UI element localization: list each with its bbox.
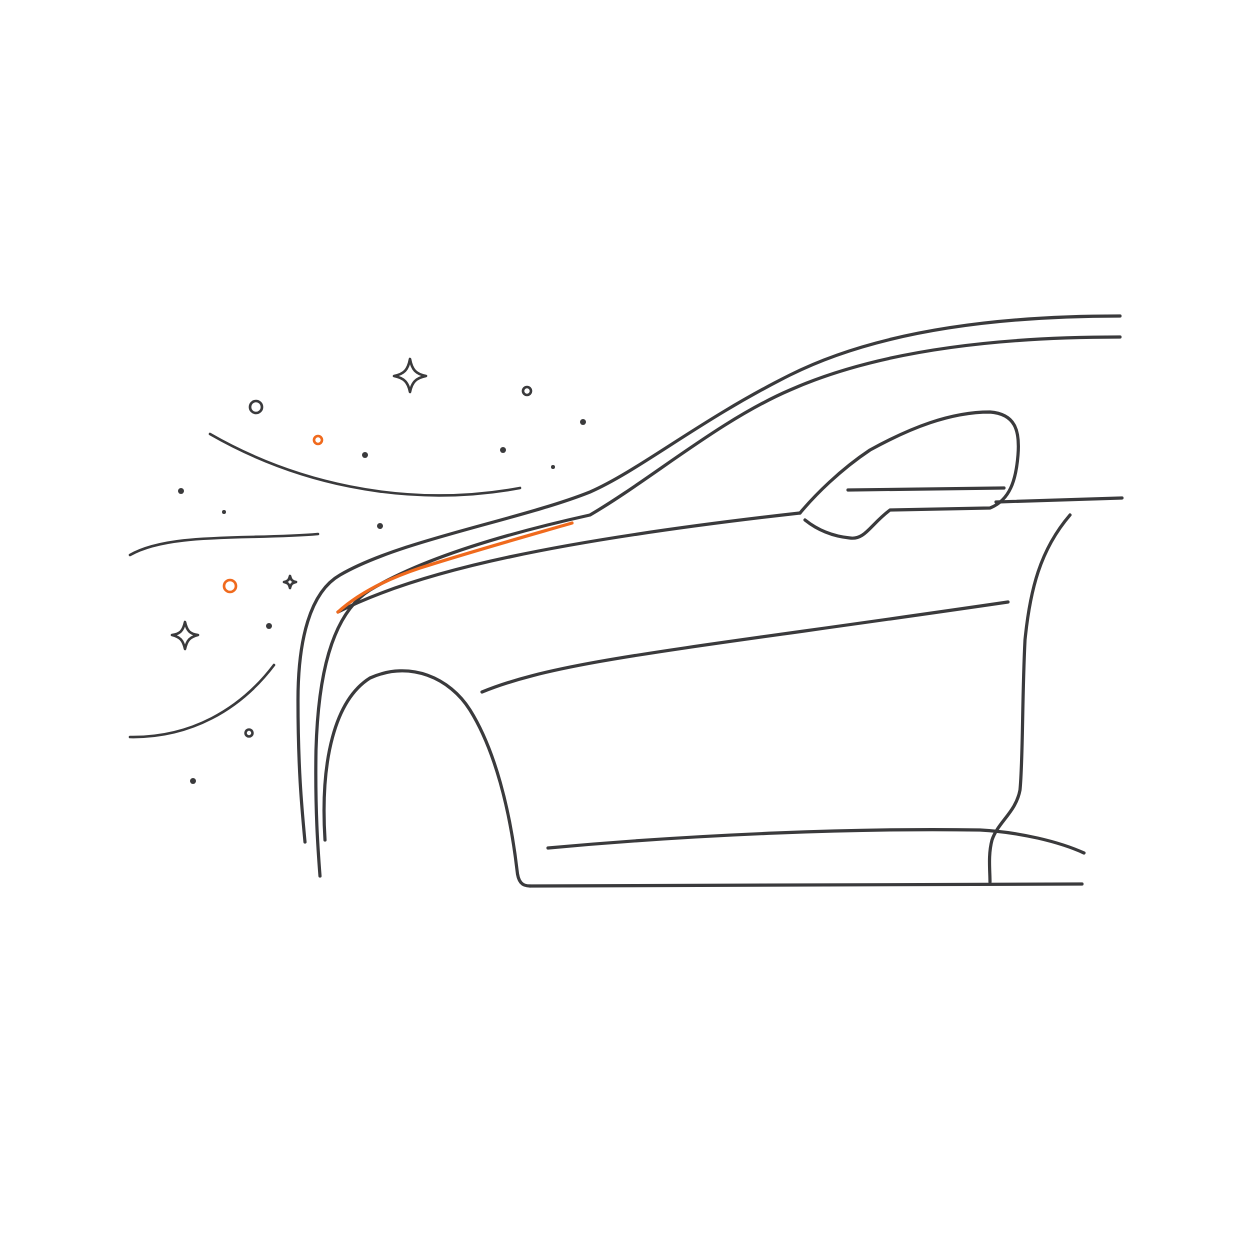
ring-icon [312,434,324,446]
ring-icon [244,728,254,738]
character-line [480,600,1010,694]
wheel-arch [322,669,532,888]
dot-icon [377,523,383,529]
dot-icon [362,452,368,458]
sparkles [170,357,428,651]
dots [178,419,586,784]
hood-line [314,335,1122,878]
ring-icon [521,385,533,397]
dot-icon [580,419,586,425]
roof-line [296,314,1122,844]
dot-icon [500,447,506,453]
dot-icon [551,465,555,469]
motion-line-icon [128,532,320,557]
motion-lines [128,432,522,739]
sill-line [528,882,1084,888]
dot-icon [190,778,196,784]
sparkle-icon [392,357,428,394]
window-sill [846,486,1006,492]
motion-line-icon [128,663,276,739]
side-mirror [798,410,1020,540]
door-edge [987,513,1072,884]
beltline [336,511,802,614]
hood-highlight [336,521,574,614]
car-body [296,314,1124,888]
sparkle-icon [170,620,200,651]
door-top-line [994,496,1124,504]
dot-icon [178,488,184,494]
rocker-line [546,828,1086,855]
sparkle-icon [282,574,298,590]
rings [222,385,533,738]
ring-icon [222,578,238,594]
dot-icon [266,623,272,629]
motion-line-icon [208,432,522,497]
dot-icon [222,510,226,514]
ring-icon [248,399,264,415]
